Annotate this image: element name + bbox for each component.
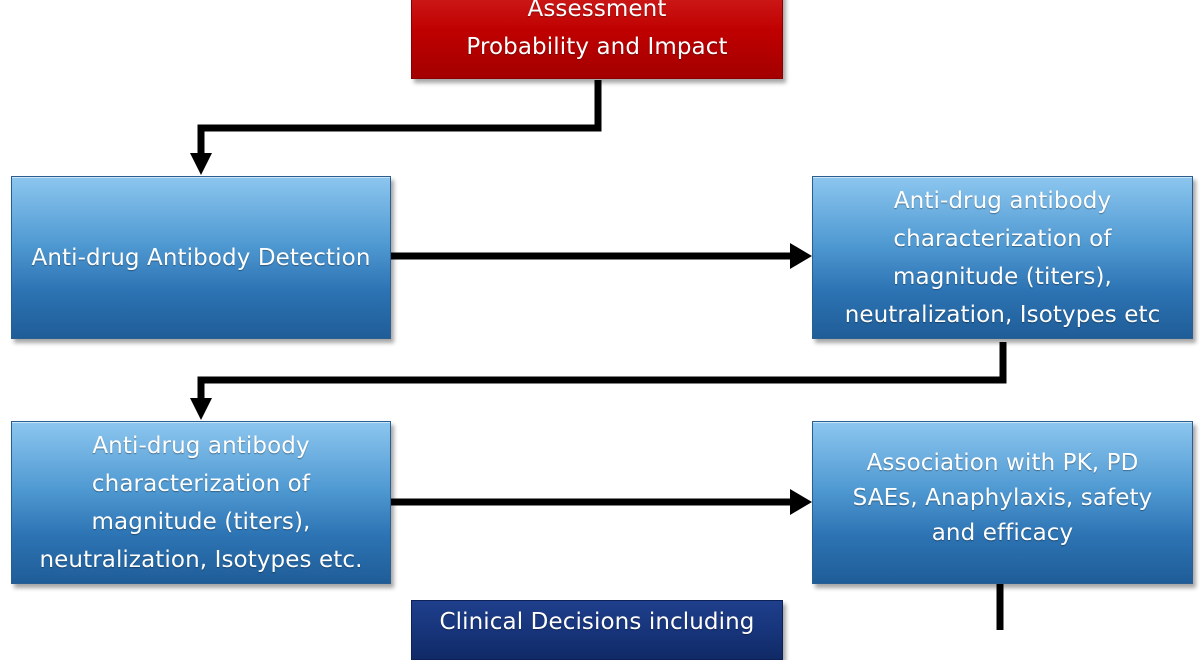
- association-box: Association with PK, PD SAEs, Anaphylaxi…: [812, 421, 1193, 584]
- ada-characterization-box-1: Anti-drug antibody characterization of m…: [812, 176, 1193, 339]
- connector-characterization-to-characterization: [197, 342, 1007, 400]
- connectors: [190, 80, 1007, 630]
- ada-detection-box: Anti-drug Antibody Detection: [11, 176, 391, 339]
- ada-characterization-box-2: Anti-drug antibody characterization of m…: [11, 421, 391, 584]
- ada-characterization-2-line-1: Anti-drug antibody: [92, 432, 310, 459]
- ada-characterization-1-line-3: magnitude (titers),: [893, 263, 1112, 290]
- ada-characterization-2-line-3: magnitude (titers),: [91, 508, 311, 535]
- association-line-3: and efficacy: [931, 520, 1074, 546]
- ada-characterization-1-line-1: Anti-drug antibody: [893, 187, 1112, 214]
- connector-risk-to-detection: [197, 80, 602, 155]
- risk-assessment-line-1: Assessment: [527, 0, 667, 22]
- association-line-2: SAEs, Anaphylaxis, safety: [852, 485, 1153, 511]
- arrowhead-right-2: [790, 489, 812, 515]
- ada-characterization-1-line-2: characterization of: [893, 225, 1112, 252]
- arrowhead-right-1: [790, 243, 812, 269]
- clinical-decisions-line-1: Clinical Decisions including: [439, 609, 755, 635]
- risk-assessment-box: Assessment Probability and Impact: [411, 0, 783, 79]
- ada-characterization-2-line-4: neutralization, Isotypes etc.: [39, 546, 363, 573]
- ada-characterization-1-line-4: neutralization, Isotypes etc: [844, 301, 1161, 328]
- ada-detection-line-1: Anti-drug Antibody Detection: [31, 244, 371, 271]
- ada-characterization-2-line-2: characterization of: [91, 470, 311, 497]
- arrowhead-down-1: [190, 153, 212, 175]
- association-line-1: Association with PK, PD: [866, 450, 1139, 476]
- arrowhead-down-2: [190, 398, 212, 420]
- clinical-decisions-box: Clinical Decisions including: [411, 600, 783, 660]
- risk-assessment-line-2: Probability and Impact: [466, 34, 728, 60]
